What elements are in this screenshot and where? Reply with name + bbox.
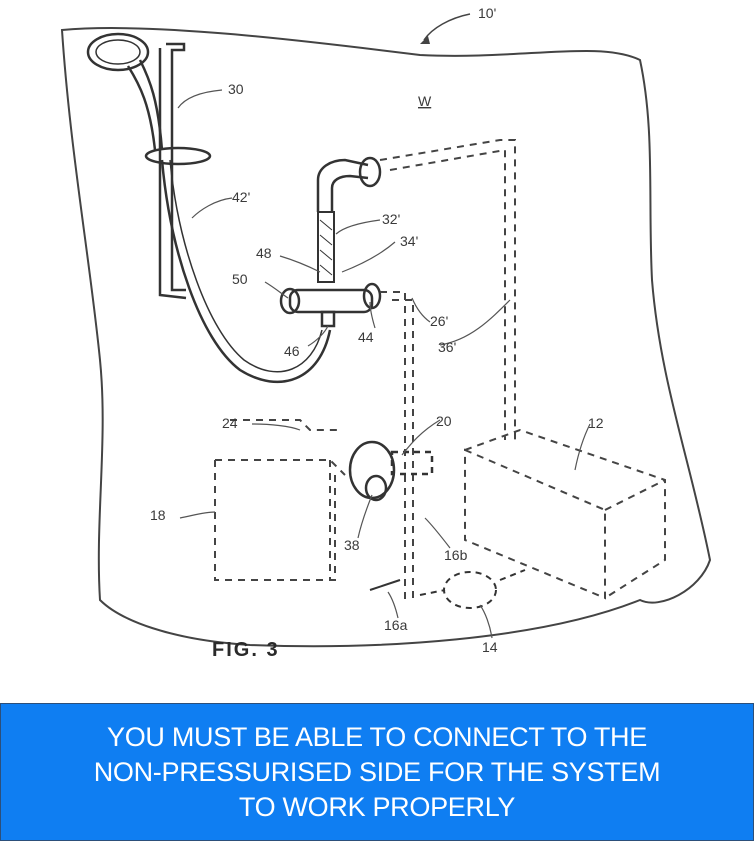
label-42: 42' [232,189,250,205]
label-34: 34' [400,233,418,249]
label-48: 48 [256,245,272,261]
label-system: 10' [478,5,496,21]
label-18: 18 [150,507,166,523]
label-46: 46 [284,343,300,359]
label-24: 24 [222,415,238,431]
label-20: 20 [436,413,452,429]
caption-line-1: YOU MUST BE ABLE TO CONNECT TO THE [107,721,647,752]
label-26: 26' [430,313,448,329]
slide-rail [144,42,212,300]
leader-lines [177,89,591,639]
caption-line-3: TO WORK PROPERLY [238,791,516,822]
hose [160,159,332,384]
label-14: 14 [482,639,498,655]
label-wall: W [418,93,432,109]
label-32: 32' [382,211,400,227]
figure-title: FIG. 3 [212,639,280,661]
caption-line-2: NON-PRESSURISED SIDE FOR THE SYSTEM [93,756,661,787]
label-12: 12 [588,415,604,431]
riser-assembly [279,156,382,328]
label-50: 50 [232,271,248,287]
patent-drawing: 10' W 30 42' 32' 34' 48 50 46 44 26' 36'… [60,5,712,661]
pump [419,569,526,609]
ref-arrow [423,13,471,41]
label-30: 30 [228,81,244,97]
label-16b: 16b [444,547,468,563]
valve [348,440,434,502]
caption-banner: YOU MUST BE ABLE TO CONNECT TO THE NON-P… [0,703,754,841]
label-38: 38 [344,537,360,553]
hose-inner [169,159,323,373]
label-44: 44 [358,329,374,345]
label-16a: 16a [384,617,408,633]
dashed-pipes [214,139,666,600]
label-36: 36' [438,339,456,355]
wall-outline [60,27,712,648]
